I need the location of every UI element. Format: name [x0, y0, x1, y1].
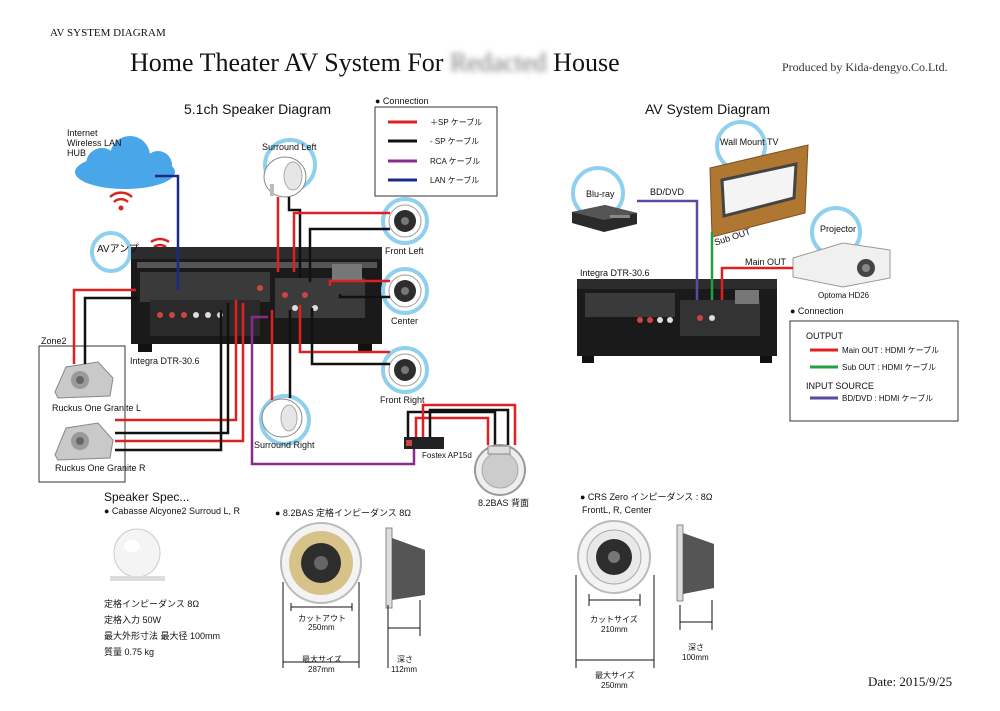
- cabasse-spec-4: 質量 0.75 kg: [104, 647, 155, 657]
- speaker-diagram-title: 5.1ch Speaker Diagram: [184, 101, 332, 117]
- producer-credit: Produced by Kida-dengyo.Co.Ltd.: [782, 60, 948, 74]
- projector-model-label: Optoma HD26: [818, 291, 870, 300]
- cloud-icon: [75, 136, 175, 189]
- crs-max-value: 250mm: [601, 681, 628, 690]
- bas-cutout-value: 250mm: [308, 623, 335, 632]
- speaker-center: [381, 267, 429, 315]
- av-amp-badge: [90, 231, 132, 273]
- legend-lan: LAN ケーブル: [430, 176, 480, 185]
- connection-legend-title: ● Connection: [375, 96, 429, 106]
- bas-depth-label: 深さ: [397, 655, 413, 664]
- speaker-surround-left: [263, 156, 307, 198]
- bas-front-speaker: [280, 522, 362, 604]
- rock-speaker-r: [54, 422, 114, 461]
- zone2-speaker-l-label: Ruckus One Granite L: [52, 403, 142, 413]
- main-out-label: Main OUT: [745, 257, 787, 267]
- bas-depth-value: 112mm: [391, 665, 418, 674]
- receiver-right-label: Integra DTR-30.6: [580, 268, 650, 278]
- crs-cut-label: カットサイズ: [590, 615, 638, 624]
- cabasse-spec-2: 定格入力 50W: [104, 615, 162, 625]
- projector: [792, 242, 891, 288]
- rock-speaker-l: [54, 361, 114, 399]
- av-legend-output: OUTPUT: [806, 331, 843, 341]
- sub-amp-label: Fostex AP15d: [422, 451, 472, 460]
- front-right-label: Front Right: [380, 395, 425, 405]
- surround-right-label: Surround Right: [254, 440, 315, 450]
- av-legend-box: [789, 320, 959, 422]
- projector-label: Projector: [820, 224, 857, 234]
- bas-cutout-label: カットアウト: [298, 614, 346, 623]
- bluray-player: [572, 205, 637, 232]
- crs-cut-value: 210mm: [601, 625, 628, 634]
- zone2-label: Zone2: [41, 336, 67, 346]
- title-redacted-name: Redacted: [449, 48, 547, 77]
- av-legend-title: ● Connection: [790, 306, 844, 316]
- wifi-icon-hub: [109, 191, 133, 211]
- av-legend-bd-dvd: BD/DVD : HDMI ケーブル: [842, 394, 934, 403]
- receiver-left-label: Integra DTR-30.6: [130, 356, 200, 366]
- title-prefix: Home Theater AV System For: [130, 48, 444, 77]
- legend-rca: RCA ケーブル: [430, 157, 481, 166]
- crs-subtitle: FrontL, R, Center: [582, 505, 652, 515]
- cabasse-spec-3: 最大外形寸法 最大径 100mm: [104, 631, 221, 641]
- receiver-left: [131, 247, 382, 352]
- av-legend-sub-out: Sub OUT : HDMI ケーブル: [842, 363, 937, 372]
- front-left-label: Front Left: [385, 246, 424, 256]
- bas-max-label: 最大サイズ: [302, 655, 342, 664]
- av-diagram-title: AV System Diagram: [645, 101, 770, 117]
- bas-max-value: 287mm: [308, 665, 335, 674]
- bas-back-speaker: [474, 444, 526, 496]
- subwoofer-amp: [404, 437, 444, 449]
- bas-title: ● 8.2BAS 定格インピーダンス 8Ω: [275, 508, 412, 518]
- crs-depth-value: 100mm: [682, 653, 709, 662]
- cabasse-spec-1: 定格インピーダンス 8Ω: [104, 599, 200, 609]
- av-amp-label: AVアンプ: [97, 244, 139, 255]
- speaker-front-left: [381, 197, 429, 245]
- surround-left-label: Surround Left: [262, 142, 317, 152]
- crs-max-label: 最大サイズ: [595, 671, 635, 680]
- title-suffix: House: [553, 48, 620, 77]
- internet-hub-label: Internet Wireless LAN HUB: [67, 128, 122, 158]
- speaker-surround-right: [261, 398, 303, 438]
- legend-sp-plus: ＋SP ケーブル: [430, 118, 483, 127]
- crs-title: ● CRS Zero インピーダンス : 8Ω: [580, 492, 713, 502]
- crs-side-view: [676, 524, 714, 602]
- av-legend-main-out: Main OUT : HDMI ケーブル: [842, 346, 940, 355]
- bas-back-label: 8.2BAS 背面: [478, 498, 530, 508]
- crs-front-speaker: [577, 520, 651, 594]
- wall-tv-label: Wall Mount TV: [720, 137, 779, 147]
- bas-side-view: [385, 527, 425, 609]
- center-label: Center: [391, 316, 419, 326]
- bd-dvd-label: BD/DVD: [650, 187, 685, 197]
- av-legend-input: INPUT SOURCE: [806, 381, 874, 391]
- cabasse-title: ● Cabasse Alcyone2 Surroud L, R: [104, 506, 241, 516]
- receiver-right: [577, 279, 777, 363]
- zone2-speaker-r-label: Ruckus One Granite R: [55, 463, 146, 473]
- wall-mount-tv: [709, 144, 809, 238]
- crs-depth-label: 深さ: [688, 643, 704, 652]
- speaker-front-right: [381, 346, 429, 394]
- bluray-label: Blu-ray: [586, 189, 615, 199]
- spec-heading: Speaker Spec...: [104, 490, 190, 504]
- diagram-tag: AV SYSTEM DIAGRAM: [50, 27, 166, 39]
- page-title: Home Theater AV System For Redacted Hous…: [130, 48, 620, 78]
- legend-sp-minus: - SP ケーブル: [430, 137, 480, 146]
- cabasse-speaker-image: [110, 528, 165, 581]
- date-label: Date: 2015/9/25: [868, 674, 953, 689]
